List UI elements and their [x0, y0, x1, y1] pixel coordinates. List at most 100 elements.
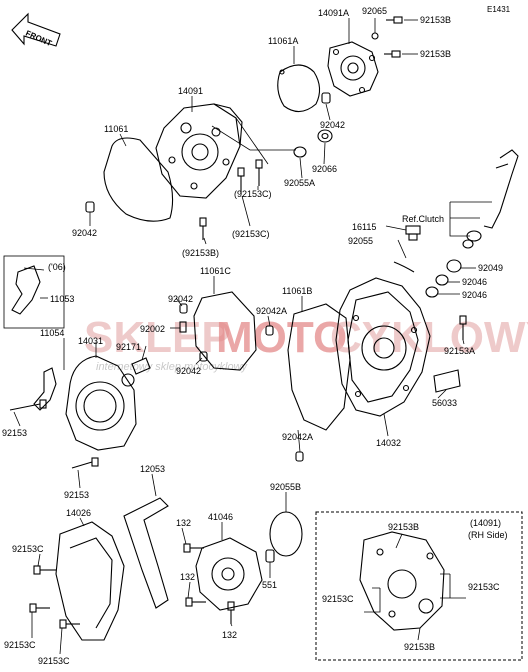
part-11054-bracket: [33, 367, 57, 411]
label-11061C: 11061C: [200, 266, 231, 276]
label-06: ('06): [48, 262, 66, 272]
part-14026-cover: [55, 521, 125, 641]
label-inset-92153B-1: 92153B: [388, 522, 419, 532]
dowels-92042-middle: [179, 303, 208, 362]
label-92055B: 92055B: [270, 482, 301, 492]
diagram-code: E1431: [487, 5, 511, 14]
bolts-92153C-bottom: [29, 565, 80, 629]
label-92042A-1: 92042A: [256, 306, 287, 316]
inset-06-box: [3, 255, 65, 329]
label-92002: 92002: [140, 324, 165, 334]
part-92066-seal: [317, 129, 333, 143]
watermark-brand-right: CYKLOWY.PL: [330, 313, 528, 362]
label-132-2: 132: [180, 572, 195, 582]
label-92153C-4: 92153C: [4, 640, 36, 650]
label-ref-clutch: Ref.Clutch: [402, 214, 444, 224]
part-41046-water-pump: [195, 537, 263, 611]
part-14032-clutch-cover: [335, 277, 431, 417]
label-92042-lower: 92042: [176, 366, 201, 376]
front-label: FRONT: [24, 29, 53, 48]
label-41046: 41046: [208, 512, 233, 522]
label-92066: 92066: [312, 164, 337, 174]
label-92042-left: 92042: [72, 228, 97, 238]
part-11053-bracket: [11, 265, 41, 315]
watermark: SKLEP MOTO CYKLOWY.PL internetowy sklep …: [84, 313, 528, 373]
label-92153C-2: (92153C): [232, 229, 270, 239]
label-92153B-3: (92153B): [182, 248, 219, 258]
part-11061-gasket: [103, 137, 174, 222]
bolts-92153-left: [9, 399, 99, 469]
part-92055-oring: [393, 261, 415, 273]
label-14026: 14026: [66, 508, 91, 518]
label-inset-92153C-2: 92153C: [322, 594, 354, 604]
part-11061C-gasket: [193, 291, 257, 371]
part-92055A-oring: [293, 146, 307, 158]
label-132-1: 132: [176, 518, 191, 528]
part-92042-dowel-left: [85, 201, 95, 213]
part-14091-cover: [155, 103, 243, 199]
part-16115-plug: [405, 225, 421, 241]
part-92042-dowel-top: [321, 92, 331, 104]
label-92046-2: 92046: [462, 290, 487, 300]
label-inset-92153B-2: 92153B: [404, 642, 435, 652]
part-92055B-oring: [269, 511, 303, 557]
label-92153C-3: 92153C: [12, 544, 44, 554]
label-92153B-1: 92153B: [420, 15, 451, 25]
label-56033: 56033: [432, 398, 457, 408]
label-inset-rh-side: (RH Side): [468, 530, 508, 540]
part-92153A-bolt: [459, 315, 467, 340]
watermark-brand-mid: MOTO: [216, 313, 347, 362]
part-12053-bracket: [123, 497, 169, 609]
label-132-3: 132: [222, 630, 237, 640]
label-14091A: 14091A: [318, 8, 349, 18]
bolts-92153C-upper: [199, 159, 263, 240]
label-11061: 11061: [104, 124, 128, 134]
part-56033-label: [433, 369, 461, 393]
label-92153B-2: 92153B: [420, 49, 451, 59]
parts-92002-92171: [131, 321, 187, 375]
label-14031: 14031: [78, 336, 103, 346]
label-inset-92153C-1: 92153C: [468, 582, 500, 592]
label-92049: 92049: [478, 263, 503, 273]
label-92046-1: 92046: [462, 277, 487, 287]
label-92055A: 92055A: [284, 178, 315, 188]
bolts-132: [183, 543, 235, 624]
part-14091A-cover: [327, 41, 379, 97]
label-92042-mid: 92042: [168, 294, 193, 304]
label-inset-14091: (14091): [470, 518, 501, 528]
label-92153C-1: (92153C): [234, 189, 272, 199]
label-92153C-5: 92153C: [38, 656, 70, 666]
parts-92049-92046-seals: [425, 259, 462, 298]
label-92153-1: 92153: [2, 428, 27, 438]
label-12053: 12053: [140, 464, 165, 474]
bolt-92153B-top: [371, 16, 403, 58]
label-92171: 92171: [116, 342, 141, 352]
inset-rh-side-box: [315, 511, 523, 661]
label-92153-2: 92153: [64, 490, 89, 500]
label-16115: 16115: [352, 222, 376, 232]
part-11061A-gasket: [277, 64, 321, 113]
label-14032: 14032: [376, 438, 401, 448]
label-92055: 92055: [348, 236, 373, 246]
leader-lines: [13, 18, 492, 655]
watermark-brand-left: SKLEP: [84, 313, 231, 362]
part-551-pipe: [265, 549, 275, 563]
part-labels: 14091A 92065 92153B 92153B 11061A 14091 …: [2, 6, 508, 666]
label-11061A: 11061A: [268, 36, 298, 46]
label-92042-top: 92042: [320, 120, 345, 130]
label-92153A: 92153A: [444, 346, 475, 356]
part-11061B-gasket: [287, 303, 351, 431]
label-11053: 11053: [50, 294, 74, 304]
ref-clutch-shaft: [462, 149, 519, 249]
label-11054: 11054: [40, 328, 64, 338]
dowels-92042A: [265, 325, 304, 462]
label-92065: 92065: [362, 6, 387, 16]
label-551: 551: [262, 580, 277, 590]
label-92042A-2: 92042A: [282, 432, 313, 442]
front-direction-arrow: FRONT: [11, 12, 61, 48]
label-14091: 14091: [178, 86, 203, 96]
part-14031-generator-cover: [65, 355, 137, 451]
label-11061B: 11061B: [282, 286, 312, 296]
inset-14091-cover: [359, 531, 445, 631]
